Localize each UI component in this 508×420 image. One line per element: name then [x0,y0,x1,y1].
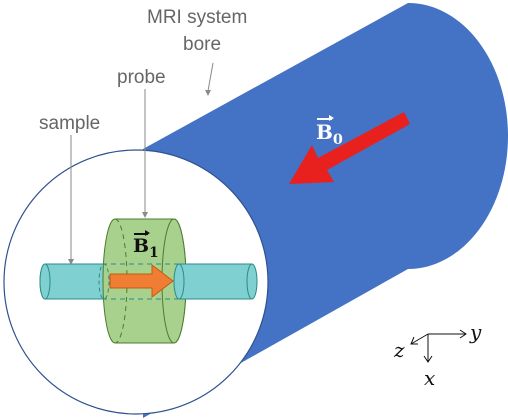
b0-subscript: 0 [332,131,343,149]
mri-bore-label-line2: bore [183,34,222,55]
z-axis-head [410,336,418,345]
bore-leader-tip [205,90,211,96]
b1-subscript: 1 [149,244,159,261]
y-axis-label: y [470,320,482,344]
b1-label: B1 [133,230,159,261]
bore-leader-line [207,62,214,92]
y-axis-head [459,329,467,339]
z-axis-label: z [394,338,405,362]
probe-leader-tip [142,212,148,218]
b0-arrow [289,112,410,184]
sample-tube-right-inner [173,263,185,300]
z-axis-line [410,333,429,345]
sample-tube-right [179,264,252,299]
sample-label: sample [39,113,101,134]
sample-tube-left-end [39,263,51,300]
probe-label: probe [117,67,166,88]
b0-symbol: B [316,115,334,144]
b0-label: B0 [316,115,343,149]
b1-arrow [109,263,174,299]
sample-tube-right-end [246,263,258,300]
mri-bore-label-line1: MRI system [147,7,248,28]
sample-leader-tip [68,259,74,265]
x-axis-label: x [424,366,436,390]
b1-symbol: B [133,230,151,257]
sample-hidden-ring-left [98,263,110,300]
x-axis-head [423,355,433,363]
